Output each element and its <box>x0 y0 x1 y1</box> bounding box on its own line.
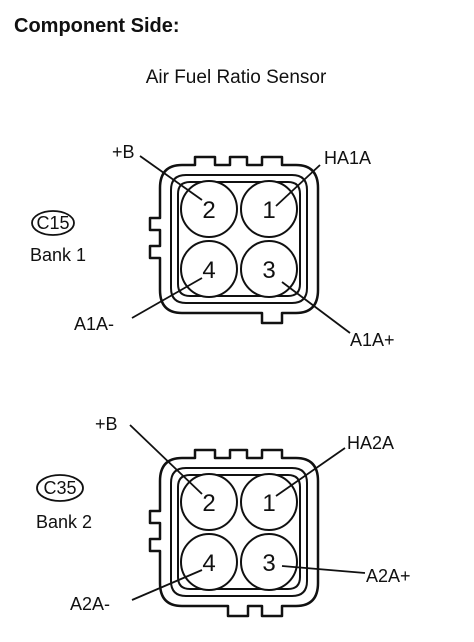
heading: Component Side: <box>14 15 180 37</box>
connector-c35: 2 1 4 3 +B HA2A A2A- A2A+ C35 Bank 2 <box>36 414 411 618</box>
pin-number: 4 <box>202 550 215 577</box>
bank-label: Bank 1 <box>30 245 86 265</box>
leader-line <box>281 565 366 574</box>
pin-number: 4 <box>202 257 215 284</box>
pin-number: 3 <box>262 257 275 284</box>
terminal-label-a2a-plus: A2A+ <box>366 566 411 586</box>
leader-line <box>139 155 203 201</box>
connector-code-badge <box>36 474 84 502</box>
terminal-label-ha1a: HA1A <box>324 148 371 168</box>
pin-circle <box>240 473 298 531</box>
pin-circle <box>180 533 238 591</box>
pin-circle <box>240 533 298 591</box>
leader-line <box>131 277 203 319</box>
leader-line <box>131 569 203 601</box>
leader-line <box>275 447 346 497</box>
pin-number: 3 <box>262 550 275 577</box>
bank-label: Bank 2 <box>36 512 92 532</box>
terminal-label-a1a-minus: A1A- <box>74 314 114 334</box>
connector-c15: 2 1 4 3 +B HA1A A1A- A1A+ C15 Bank 1 <box>30 142 395 350</box>
connector-code-badge <box>31 210 75 236</box>
terminal-label-a2a-minus: A2A- <box>70 594 110 614</box>
connector-code: C15 <box>36 213 69 233</box>
leader-line <box>275 164 321 207</box>
connector-code: C35 <box>43 478 76 498</box>
leader-line <box>281 281 351 334</box>
connector-inner-frame <box>170 174 308 304</box>
connector-pin-frame <box>177 181 301 297</box>
terminal-label-plus-b: +B <box>95 414 118 434</box>
terminal-label-plus-b: +B <box>112 142 135 162</box>
pin-number: 1 <box>262 197 275 224</box>
connector-body <box>148 448 320 618</box>
leader-line <box>129 424 203 495</box>
terminal-label-a1a-plus: A1A+ <box>350 330 395 350</box>
pin-number: 2 <box>202 197 215 224</box>
connector-body <box>148 155 320 325</box>
diagram-title: Air Fuel Ratio Sensor <box>146 67 327 88</box>
pin-number: 1 <box>262 490 275 517</box>
pin-circle <box>240 180 298 238</box>
pin-number: 2 <box>202 490 215 517</box>
terminal-label-ha2a: HA2A <box>347 433 394 453</box>
